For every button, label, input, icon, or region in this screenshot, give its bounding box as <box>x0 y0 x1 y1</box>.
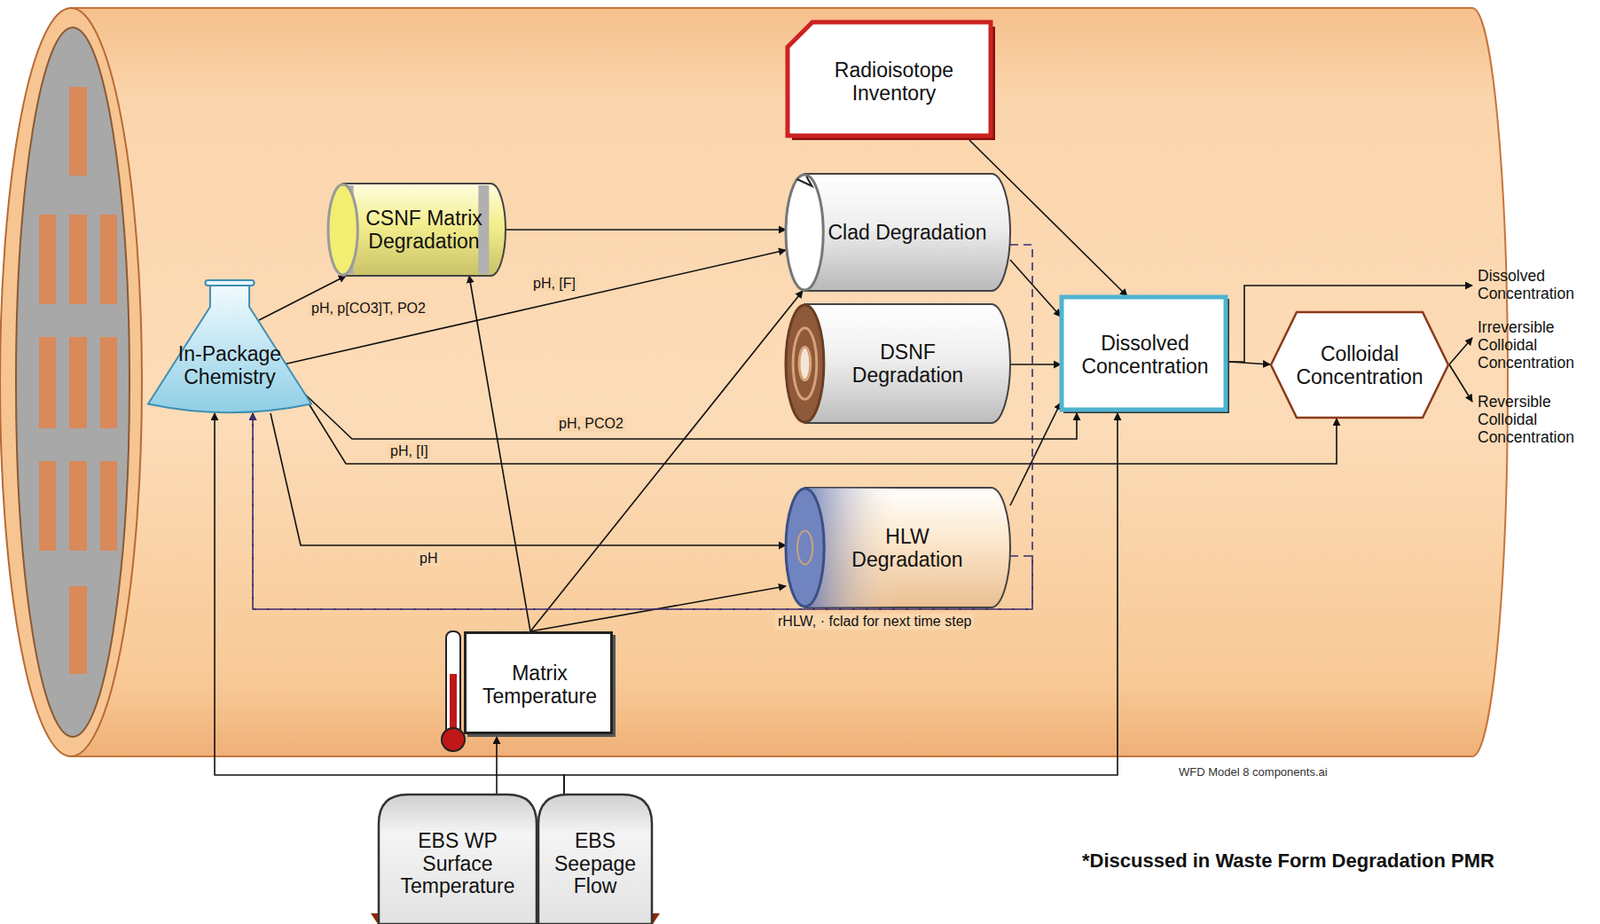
file-name-note: WFD Model 8 components.ai <box>1178 766 1328 780</box>
process-box: Dissolved Concentration <box>1060 296 1230 414</box>
text-holder: Colloidal Concentration <box>1270 311 1450 419</box>
waste-form-cylinder: DSNF Degradation <box>785 304 1011 424</box>
flow-connector <box>1010 363 1061 366</box>
temperature-box: Matrix Temperature <box>463 631 616 738</box>
edge-label: rHLW, · fclad for next time step <box>775 613 974 630</box>
inventory-box: Radioisotope Inventory <box>787 22 996 141</box>
output-leader <box>1449 364 1473 402</box>
text-holder: In-Package Chemistry <box>148 280 312 414</box>
flow-connector <box>505 228 786 231</box>
output-label: Dissolved Concentration <box>1477 266 1599 303</box>
waste-form-cylinder: HLW Degradation <box>785 487 1011 608</box>
package-end-face <box>15 27 130 738</box>
flow-connector <box>469 275 531 632</box>
node-label: Clad Degradation <box>827 220 987 244</box>
chemistry-flask: In-Package Chemistry <box>148 280 312 414</box>
thermometer <box>441 631 465 752</box>
text-holder: Matrix Temperature <box>463 631 616 738</box>
text-holder: EBS WP Surface Temperature <box>377 793 538 924</box>
text-holder: EBS Seepage Flow <box>537 793 653 924</box>
text-holder: Dissolved Concentration <box>1060 296 1230 414</box>
waste-form-cylinder: Clad Degradation <box>785 173 1011 291</box>
text-holder: Clad Degradation <box>785 173 1011 291</box>
edge-label: pH, [I] <box>387 443 432 460</box>
feedback-connector <box>252 413 1033 610</box>
node-label: DSNF Degradation <box>827 340 989 387</box>
package-end-rim <box>0 7 142 757</box>
flow-connector <box>1010 402 1061 506</box>
node-label: Matrix Temperature <box>472 661 607 708</box>
ebs-box: EBS Seepage Flow <box>537 793 653 924</box>
text-holder: HLW Degradation <box>785 487 1011 608</box>
feedback-connector <box>252 244 1033 610</box>
node-label: EBS Seepage Flow <box>541 829 650 899</box>
flow-connector <box>530 290 803 632</box>
text-holder: Radioisotope Inventory <box>787 22 996 141</box>
edge-label: pH, p[CO3]T, PO2 <box>308 300 429 317</box>
flow-connector <box>1229 361 1271 365</box>
footnote: *Discussed in Waste Form Degradation PMR <box>1082 849 1495 872</box>
node-label: HLW Degradation <box>827 525 988 572</box>
flow-connector <box>564 413 1118 794</box>
node-label: Colloidal Concentration <box>1286 342 1434 389</box>
node-label: Radioisotope Inventory <box>801 58 987 105</box>
process-hexagon: Colloidal Concentration <box>1270 311 1450 419</box>
fuel-assemblies <box>39 86 118 675</box>
node-label: CSNF Matrix Degradation <box>360 206 487 253</box>
flow-connector <box>1010 259 1061 317</box>
flow-connector <box>495 737 498 794</box>
node-label: EBS WP Surface Temperature <box>381 829 534 899</box>
text-holder: CSNF Matrix Degradation <box>328 183 506 276</box>
node-label: In-Package Chemistry <box>149 342 310 389</box>
text-holder: DSNF Degradation <box>785 304 1011 424</box>
ebs-box: EBS WP Surface Temperature <box>377 793 538 924</box>
edge-label: pH <box>416 550 440 567</box>
edge-label: pH, [F] <box>530 275 579 292</box>
package-body <box>70 7 1508 757</box>
edge-label: pH, PCO2 <box>556 415 627 432</box>
output-label: Reversible Colloidal Concentration <box>1477 392 1599 447</box>
waste-form-cylinder: CSNF Matrix Degradation <box>328 183 506 276</box>
output-label: Irreversible Colloidal Concentration <box>1477 318 1599 372</box>
output-leader <box>1449 337 1473 365</box>
node-label: Dissolved Concentration <box>1069 331 1221 378</box>
flow-connector <box>270 413 786 546</box>
